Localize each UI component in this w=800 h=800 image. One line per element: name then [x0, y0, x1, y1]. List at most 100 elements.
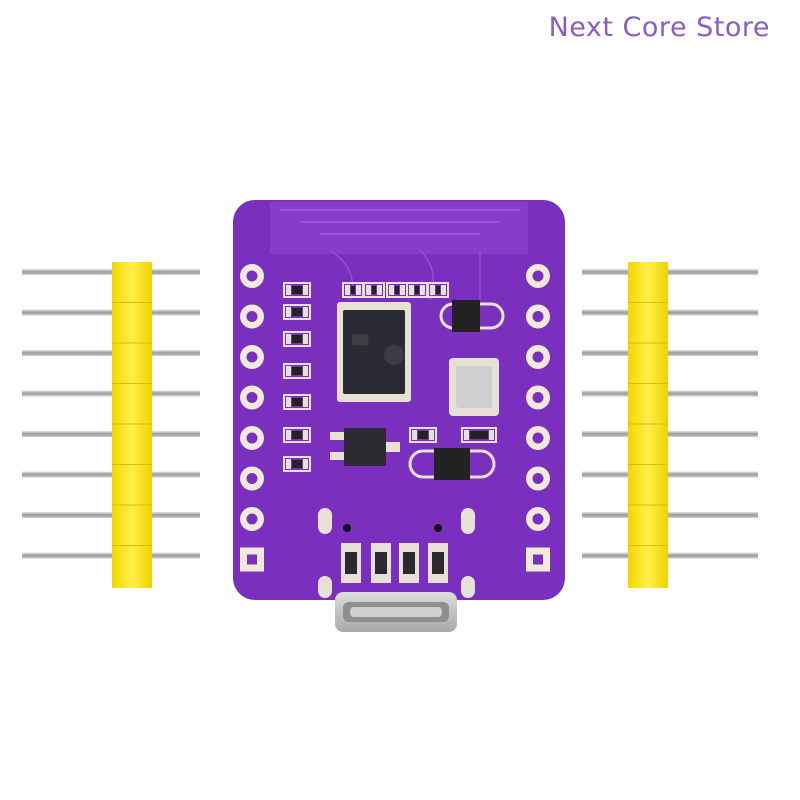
- header-pin: [22, 471, 200, 478]
- header-plastic: [628, 262, 668, 588]
- smd-terminal: [430, 285, 435, 295]
- smd-terminal: [303, 397, 308, 407]
- pad-hole: [532, 351, 544, 363]
- smd-terminal: [286, 334, 291, 344]
- pad-hole: [246, 392, 258, 403]
- pad-hole: [247, 554, 257, 565]
- smd-terminal: [286, 430, 291, 440]
- jumper-bottom: [408, 448, 496, 480]
- smd-terminal: [441, 285, 446, 295]
- smd-outline: [283, 304, 311, 320]
- pad-hole: [532, 473, 544, 484]
- smd-terminal: [400, 285, 405, 295]
- header-pin: [582, 512, 758, 518]
- header-pin: [582, 309, 758, 316]
- smd-terminal: [420, 285, 425, 295]
- pad-hole: [246, 311, 258, 322]
- smd-terminal: [389, 285, 394, 295]
- header-pin: [582, 350, 758, 356]
- header-pin: [22, 512, 200, 518]
- smd-body: [418, 431, 428, 439]
- pad-hole: [246, 351, 258, 363]
- left-pin-header: [22, 262, 200, 588]
- store-name: Next Core Store: [548, 12, 770, 43]
- pad-hole: [532, 392, 544, 403]
- smd-outline: [461, 427, 497, 443]
- pad-hole: [246, 432, 258, 444]
- smd-components: [283, 282, 497, 472]
- smd-body: [292, 398, 302, 406]
- usb-c-connector: [335, 592, 457, 632]
- pad-hole: [533, 554, 543, 565]
- smd-body: [470, 431, 488, 439]
- smd-terminal: [345, 285, 350, 295]
- header-pin: [22, 269, 200, 275]
- header-pin: [22, 350, 200, 356]
- smd-terminal: [286, 285, 291, 295]
- smd-terminal: [286, 397, 291, 407]
- smd-terminal: [489, 430, 494, 440]
- header-pin: [582, 269, 758, 275]
- bottom-smd-pads: [341, 543, 448, 583]
- jumper-top: [439, 300, 505, 332]
- smd-body: [292, 460, 302, 468]
- smd-body: [292, 335, 302, 343]
- mcu-chip: ▒▒▒: [337, 302, 411, 402]
- smd-body: [395, 286, 399, 294]
- smd-body: [292, 431, 302, 439]
- smd-outline: [283, 363, 311, 379]
- smd-outline: [283, 394, 311, 410]
- smd-terminal: [303, 334, 308, 344]
- pad-hole: [532, 432, 544, 444]
- smd-terminal: [464, 430, 469, 440]
- header-plastic: [112, 262, 152, 588]
- smd-body: [436, 286, 440, 294]
- smd-body: [351, 286, 355, 294]
- pad-hole: [532, 270, 544, 282]
- pad-hole: [532, 311, 544, 322]
- header-pin: [22, 390, 200, 397]
- pad-hole: [532, 513, 544, 525]
- smd-outline: [283, 427, 311, 443]
- header-pin: [22, 431, 200, 437]
- smd-terminal: [366, 285, 371, 295]
- smd-outline: [427, 282, 449, 298]
- smd-terminal: [286, 366, 291, 376]
- pad-hole: [246, 473, 258, 484]
- smd-body: [292, 286, 302, 294]
- header-pin: [582, 390, 758, 397]
- smd-terminal: [303, 366, 308, 376]
- pad-hole: [246, 270, 258, 282]
- smd-outline: [283, 282, 311, 298]
- smd-body: [372, 286, 376, 294]
- smd-terminal: [303, 307, 308, 317]
- smd-terminal: [429, 430, 434, 440]
- smd-outline: [283, 456, 311, 472]
- smd-terminal: [303, 430, 308, 440]
- smd-terminal: [303, 285, 308, 295]
- usb-mount-pads: [318, 508, 475, 598]
- smd-body: [292, 367, 302, 375]
- smd-body: [292, 308, 302, 316]
- header-pin: [582, 552, 758, 559]
- right-pad-row: [526, 264, 550, 572]
- smd-terminal: [377, 285, 382, 295]
- pad-hole: [246, 513, 258, 525]
- smd-terminal: [356, 285, 361, 295]
- header-pin: [22, 309, 200, 316]
- smd-outline: [363, 282, 385, 298]
- smd-terminal: [409, 285, 414, 295]
- smd-terminal: [303, 459, 308, 469]
- header-pin: [22, 552, 200, 559]
- header-pin: [582, 431, 758, 437]
- smd-body: [415, 286, 419, 294]
- crystal-oscillator: [449, 358, 499, 416]
- right-pin-header: [582, 262, 758, 588]
- smd-terminal: [286, 307, 291, 317]
- svg-text:▒▒▒: ▒▒▒: [352, 334, 369, 346]
- smd-outline: [409, 427, 437, 443]
- smd-outline: [283, 331, 311, 347]
- header-pin: [582, 471, 758, 478]
- left-pad-row: [240, 264, 264, 572]
